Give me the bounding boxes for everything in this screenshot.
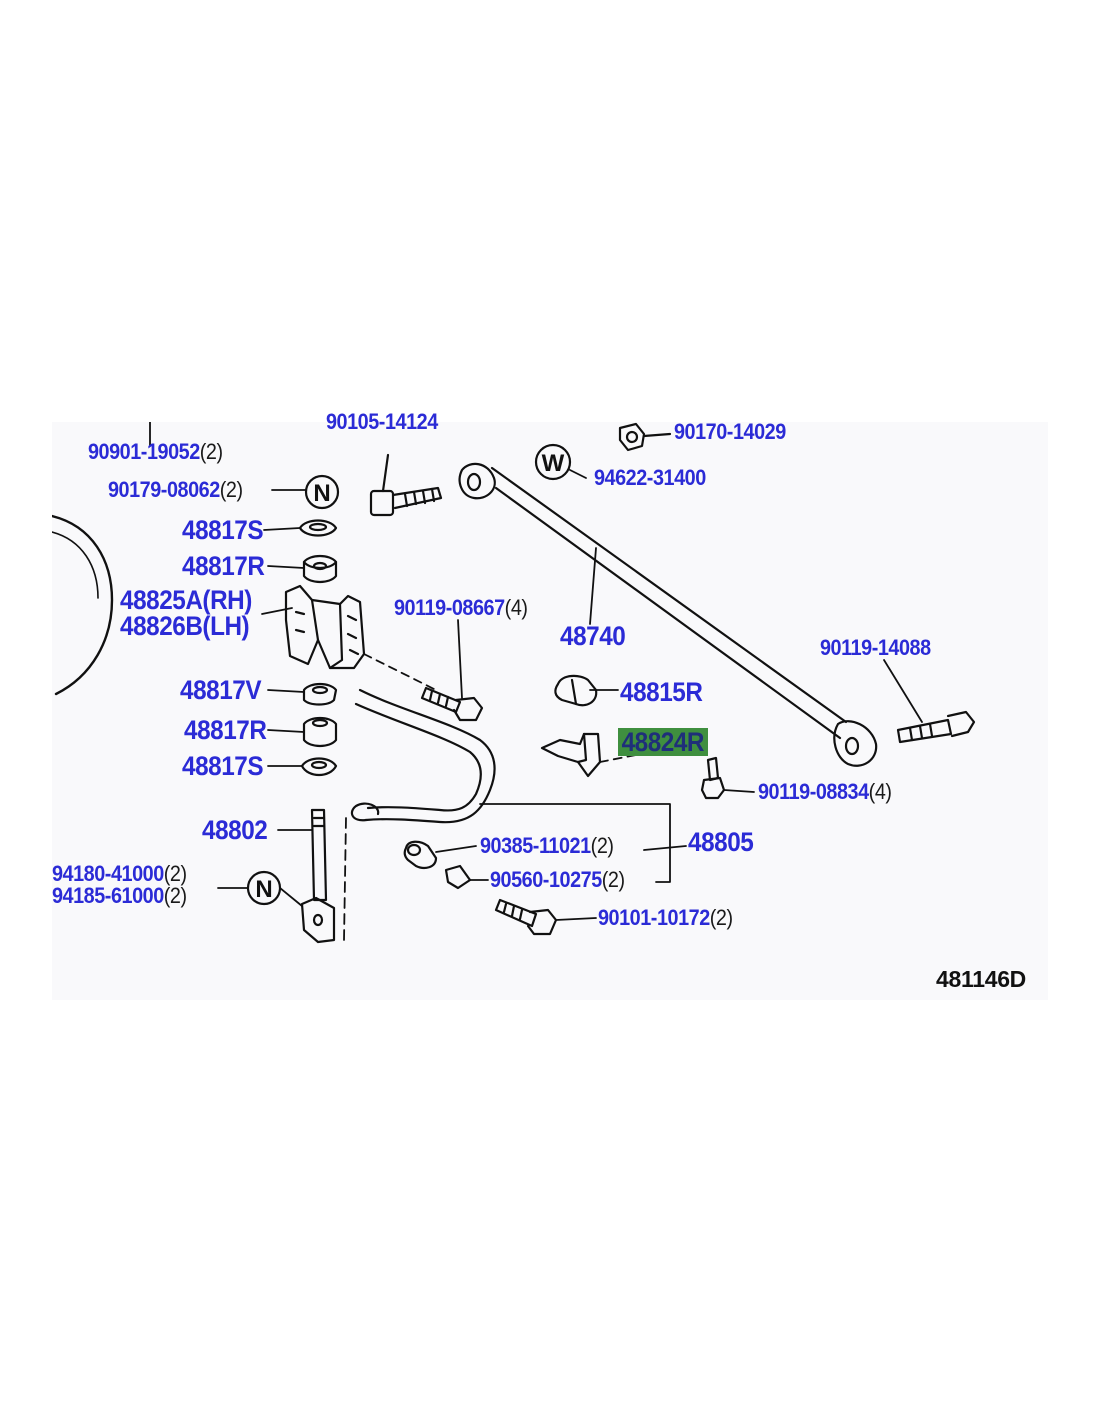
diagram-code: 481146D bbox=[936, 966, 1026, 992]
part-number: 90105-14124 bbox=[326, 409, 438, 434]
callout-90560-10275[interactable]: 90560-10275(2) bbox=[490, 868, 625, 892]
bolt-90119-08834 bbox=[700, 756, 755, 800]
nut-90170 bbox=[618, 422, 672, 452]
bushing-48815R bbox=[554, 674, 619, 707]
part-number: 94622-31400 bbox=[594, 465, 706, 490]
bolt-90119-08667 bbox=[420, 619, 484, 722]
cushion-48817V bbox=[302, 682, 338, 706]
callout-48817S-bottom[interactable]: 48817S bbox=[182, 751, 264, 781]
callout-48824R-highlighted[interactable]: 48824R bbox=[618, 728, 708, 756]
w-marker bbox=[534, 443, 572, 481]
bolt-90101-10172 bbox=[494, 898, 597, 936]
drum-outline bbox=[52, 514, 114, 696]
leader-lines bbox=[149, 422, 307, 907]
part-number: 48802 bbox=[202, 815, 268, 845]
diagram-area bbox=[52, 422, 1048, 1000]
callout-48805[interactable]: 48805 bbox=[688, 827, 754, 857]
stabilizer-bar-48805 bbox=[343, 688, 496, 941]
drum-outline-inner bbox=[52, 531, 99, 599]
part-quantity: (4) bbox=[504, 595, 528, 620]
callout-48817V[interactable]: 48817V bbox=[180, 675, 262, 705]
callout-48826B[interactable]: 48826B(LH) bbox=[120, 611, 250, 641]
callout-48802[interactable]: 48802 bbox=[202, 815, 268, 845]
callout-90170-14029[interactable]: 90170-14029 bbox=[674, 420, 786, 444]
part-number: 90101-10172 bbox=[598, 905, 710, 930]
part-number: 90385-11021 bbox=[480, 833, 591, 858]
callout-48817R-top[interactable]: 48817R bbox=[182, 551, 265, 581]
part-number: 94185-61000 bbox=[52, 883, 164, 908]
callout-90119-14088[interactable]: 90119-14088 bbox=[820, 636, 931, 660]
link-48802 bbox=[277, 808, 336, 944]
part-number: 48817S bbox=[182, 515, 264, 545]
part-quantity: (4) bbox=[868, 779, 892, 804]
n-marker-top-letter: N bbox=[313, 480, 330, 507]
n-marker-bottom bbox=[246, 870, 282, 906]
collar-90560 bbox=[444, 864, 489, 890]
part-number: 90119-14088 bbox=[820, 635, 931, 660]
part-quantity: (2) bbox=[219, 477, 243, 502]
part-quantity: (2) bbox=[163, 861, 187, 886]
callout-48815R[interactable]: 48815R bbox=[620, 677, 703, 707]
bolt-90119-14088 bbox=[883, 659, 976, 744]
callout-90901-19052[interactable]: 90901-19052(2) bbox=[88, 440, 223, 464]
callout-90385-11021[interactable]: 90385-11021(2) bbox=[480, 834, 614, 858]
n-marker-bottom-letter: N bbox=[255, 876, 272, 903]
cushion-48817S-top bbox=[298, 519, 338, 537]
part-number: 48817S bbox=[182, 751, 264, 781]
part-number: 90901-19052 bbox=[88, 439, 200, 464]
cushion-48817R-bottom bbox=[302, 716, 338, 748]
part-quantity: (2) bbox=[199, 439, 223, 464]
part-number: 90170-14029 bbox=[674, 419, 786, 444]
lateral-rod-48740 bbox=[458, 462, 878, 767]
callout-90119-08834[interactable]: 90119-08834(4) bbox=[758, 780, 892, 804]
part-number: 48817R bbox=[184, 715, 267, 745]
callout-48817R-bottom[interactable]: 48817R bbox=[184, 715, 267, 745]
callout-90101-10172[interactable]: 90101-10172(2) bbox=[598, 906, 733, 930]
callout-94185-61000[interactable]: 94185-61000(2) bbox=[52, 884, 187, 908]
part-number: 48805 bbox=[688, 827, 754, 857]
part-number: 48817R bbox=[182, 551, 265, 581]
callout-90119-08667[interactable]: 90119-08667(4) bbox=[394, 596, 528, 620]
part-number: 48815R bbox=[620, 677, 703, 707]
part-number: 90560-10275 bbox=[490, 867, 602, 892]
callout-90105-14124[interactable]: 90105-14124 bbox=[326, 410, 438, 434]
part-number: 90119-08834 bbox=[758, 779, 869, 804]
part-number: 48824R bbox=[621, 727, 705, 757]
part-number: 90119-08667 bbox=[394, 595, 505, 620]
part-number: 48740 bbox=[560, 621, 626, 651]
part-number: 90179-08062 bbox=[108, 477, 220, 502]
w-marker-letter: W bbox=[542, 450, 565, 477]
part-number: 48826B(LH) bbox=[120, 611, 250, 641]
part-number: 94180-41000 bbox=[52, 861, 164, 886]
cushion-48817R-top bbox=[302, 554, 338, 584]
bracket-48825 bbox=[284, 584, 437, 691]
bolt-90105 bbox=[369, 453, 443, 517]
part-quantity: (2) bbox=[590, 833, 614, 858]
part-number: 48825A(RH) bbox=[120, 585, 252, 615]
n-marker-top bbox=[304, 474, 340, 510]
callout-48817S-top[interactable]: 48817S bbox=[182, 515, 264, 545]
callout-94180-41000[interactable]: 94180-41000(2) bbox=[52, 862, 187, 886]
part-number: 48817V bbox=[180, 675, 262, 705]
bushing-90385 bbox=[403, 840, 477, 869]
part-quantity: (2) bbox=[601, 867, 625, 892]
callout-90179-08062[interactable]: 90179-08062(2) bbox=[108, 478, 243, 502]
callout-94622-31400[interactable]: 94622-31400 bbox=[594, 466, 706, 490]
part-quantity: (2) bbox=[709, 905, 733, 930]
cushion-48817S-bottom bbox=[300, 757, 338, 777]
part-quantity: (2) bbox=[163, 883, 187, 908]
callout-48825A[interactable]: 48825A(RH) bbox=[120, 586, 252, 614]
callout-48740[interactable]: 48740 bbox=[560, 621, 626, 651]
bracket-lines-48805 bbox=[479, 803, 687, 883]
